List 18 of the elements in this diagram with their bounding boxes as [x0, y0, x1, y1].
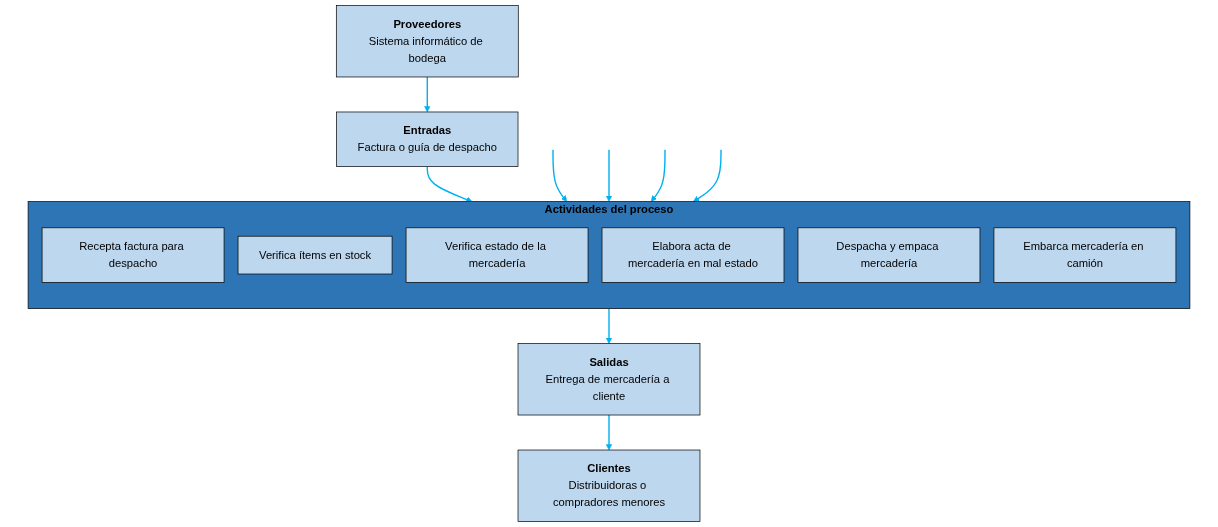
process-box: Elabora acta de mercadería en mal estado: [601, 227, 785, 283]
process-box: Proveedores Sistema informático de bodega: [335, 5, 519, 78]
arrow: [605, 414, 613, 451]
process-box: Clientes Distribuidoras o compradores menores: [517, 449, 701, 522]
process-box: Despacha y empaca mercadería: [797, 227, 981, 283]
process-box: Verifica estado de la mercadería: [405, 227, 589, 283]
process-box: Verifica ítems en stock: [237, 235, 393, 275]
arrow: [552, 149, 568, 202]
arrow: [426, 165, 473, 203]
process-box: Entradas Factura o guía de despacho: [336, 111, 519, 167]
arrow: [693, 149, 722, 202]
arrow: [650, 149, 666, 202]
arrow: [605, 149, 613, 202]
arrow: [424, 76, 431, 113]
process-box: Salidas Entrega de mercadería a cliente: [517, 343, 701, 416]
process-box: Recepta factura para despacho: [41, 227, 225, 283]
process-box: Embarca mercadería en camión: [993, 227, 1177, 283]
arrow: [605, 307, 613, 344]
